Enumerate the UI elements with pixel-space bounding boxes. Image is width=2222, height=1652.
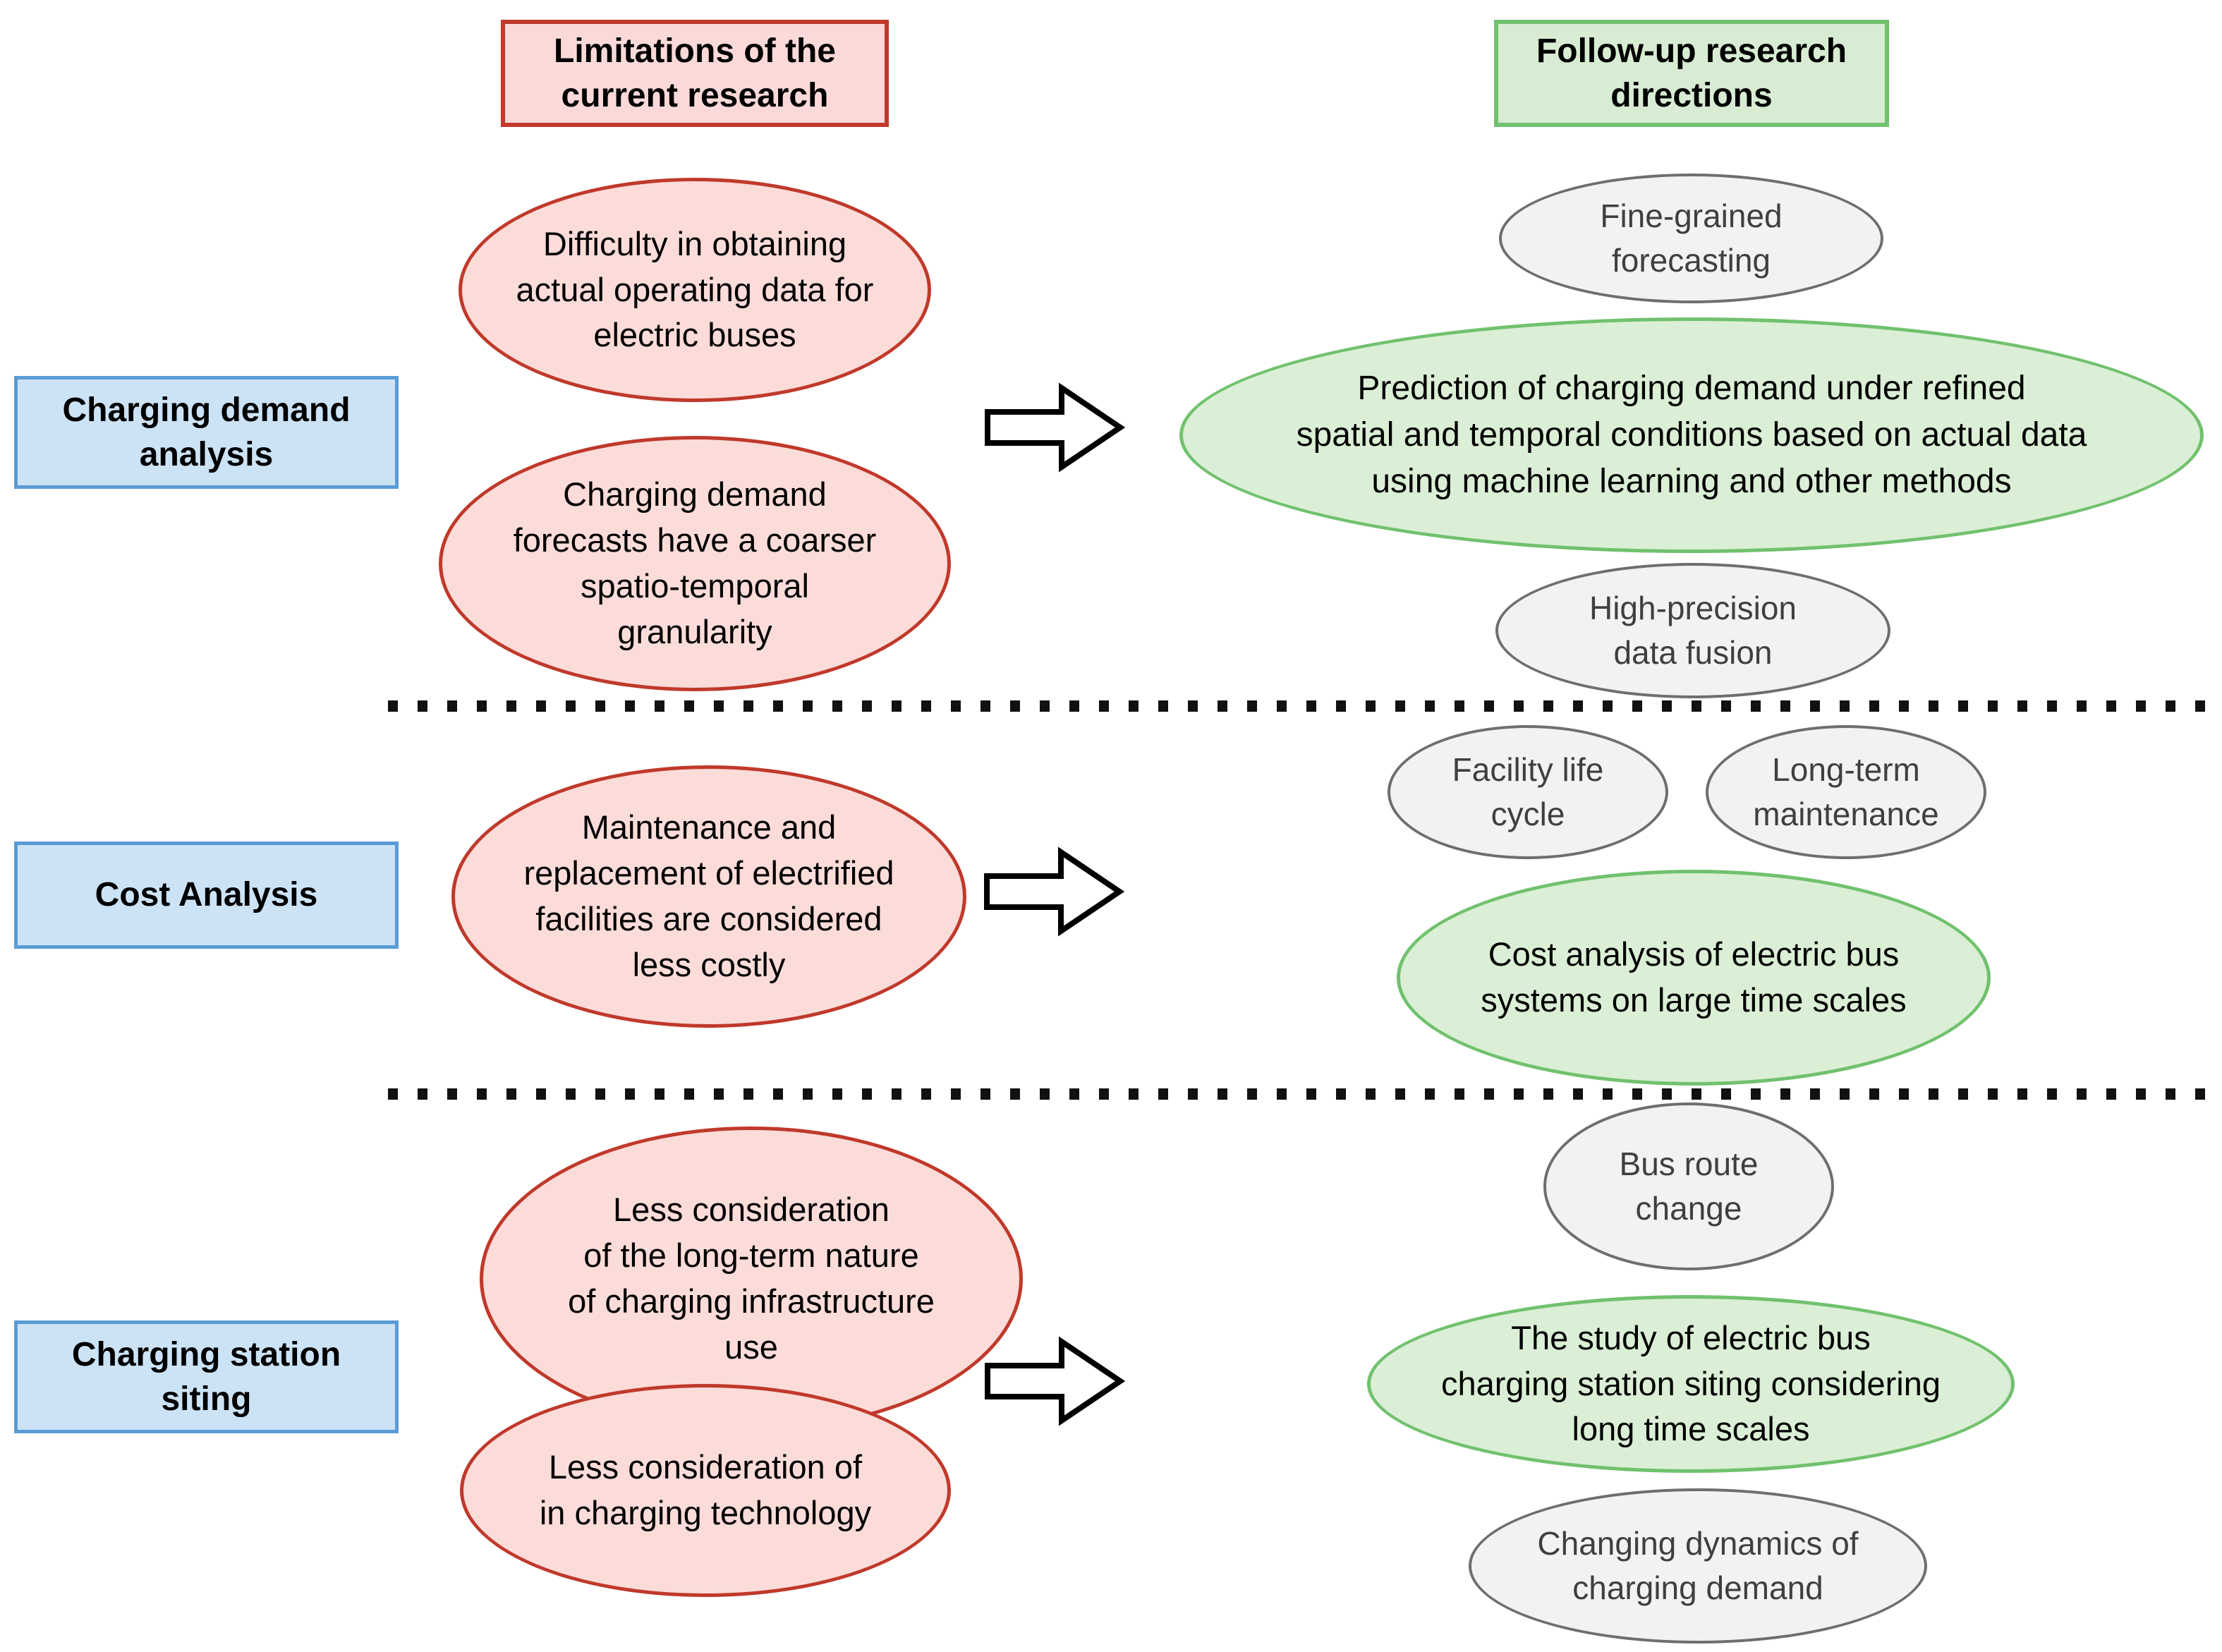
section-divider xyxy=(388,1088,2222,1100)
sub-direction-ellipse: Bus route change xyxy=(1543,1103,1834,1270)
sub-direction-text: Bus route change xyxy=(1619,1145,1759,1227)
followup-header-label: Follow-up research directions xyxy=(1536,32,1847,114)
sub-direction-ellipse: Fine-grained forecasting xyxy=(1499,174,1883,303)
right-arrow-icon xyxy=(985,382,1125,473)
main-direction-text: Cost analysis of electric bus systems on… xyxy=(1481,935,1907,1019)
limitation-ellipse: Maintenance and replacement of electrifi… xyxy=(451,765,966,1028)
sub-direction-text: Facility life cycle xyxy=(1452,751,1604,832)
sub-direction-ellipse: Long-term maintenance xyxy=(1706,725,1986,859)
limitations-header: Limitations of the current research xyxy=(501,20,889,127)
category-box-charging-station-siting: Charging station siting xyxy=(14,1320,399,1433)
limitation-ellipse: Difficulty in obtaining actual operating… xyxy=(459,178,931,402)
limitation-text: Charging demand forecasts have a coarser… xyxy=(513,475,877,650)
limitations-header-label: Limitations of the current research xyxy=(554,32,836,114)
limitation-ellipse: Charging demand forecasts have a coarser… xyxy=(439,436,951,691)
sub-direction-text: Long-term maintenance xyxy=(1753,751,1939,832)
sub-direction-ellipse: Changing dynamics of charging demand xyxy=(1469,1488,1927,1644)
sub-direction-text: Changing dynamics of charging demand xyxy=(1537,1524,1859,1606)
limitation-text: Maintenance and replacement of electrifi… xyxy=(523,808,894,983)
category-label: Charging station siting xyxy=(71,1335,341,1418)
limitation-text: Less consideration of in charging techno… xyxy=(539,1448,872,1531)
main-direction-text: The study of electric bus charging stati… xyxy=(1440,1318,1941,1448)
limitation-text: Less consideration of the long-term natu… xyxy=(568,1191,935,1366)
category-label: Charging demand analysis xyxy=(62,391,351,473)
section-divider xyxy=(388,700,2222,712)
category-label: Cost Analysis xyxy=(95,876,318,914)
category-box-charging-demand-analysis: Charging demand analysis xyxy=(14,376,399,489)
sub-direction-text: Fine-grained forecasting xyxy=(1600,197,1783,279)
limitation-ellipse: Less consideration of in charging techno… xyxy=(460,1384,951,1597)
limitation-ellipse: Less consideration of the long-term natu… xyxy=(480,1126,1023,1431)
limitation-text: Difficulty in obtaining actual operating… xyxy=(516,224,874,354)
main-direction-ellipse: The study of electric bus charging stati… xyxy=(1367,1295,2015,1473)
main-direction-ellipse: Cost analysis of electric bus systems on… xyxy=(1397,870,1991,1086)
right-arrow-icon xyxy=(985,1336,1125,1426)
sub-direction-text: High-precision data fusion xyxy=(1589,589,1797,671)
sub-direction-ellipse: High-precision data fusion xyxy=(1495,563,1890,698)
main-direction-ellipse: Prediction of charging demand under refi… xyxy=(1179,317,2204,553)
right-arrow-icon xyxy=(984,846,1124,937)
category-box-cost-analysis: Cost Analysis xyxy=(14,842,399,949)
sub-direction-ellipse: Facility life cycle xyxy=(1388,725,1668,859)
main-direction-text: Prediction of charging demand under refi… xyxy=(1296,369,2087,501)
followup-header: Follow-up research directions xyxy=(1494,20,1889,127)
